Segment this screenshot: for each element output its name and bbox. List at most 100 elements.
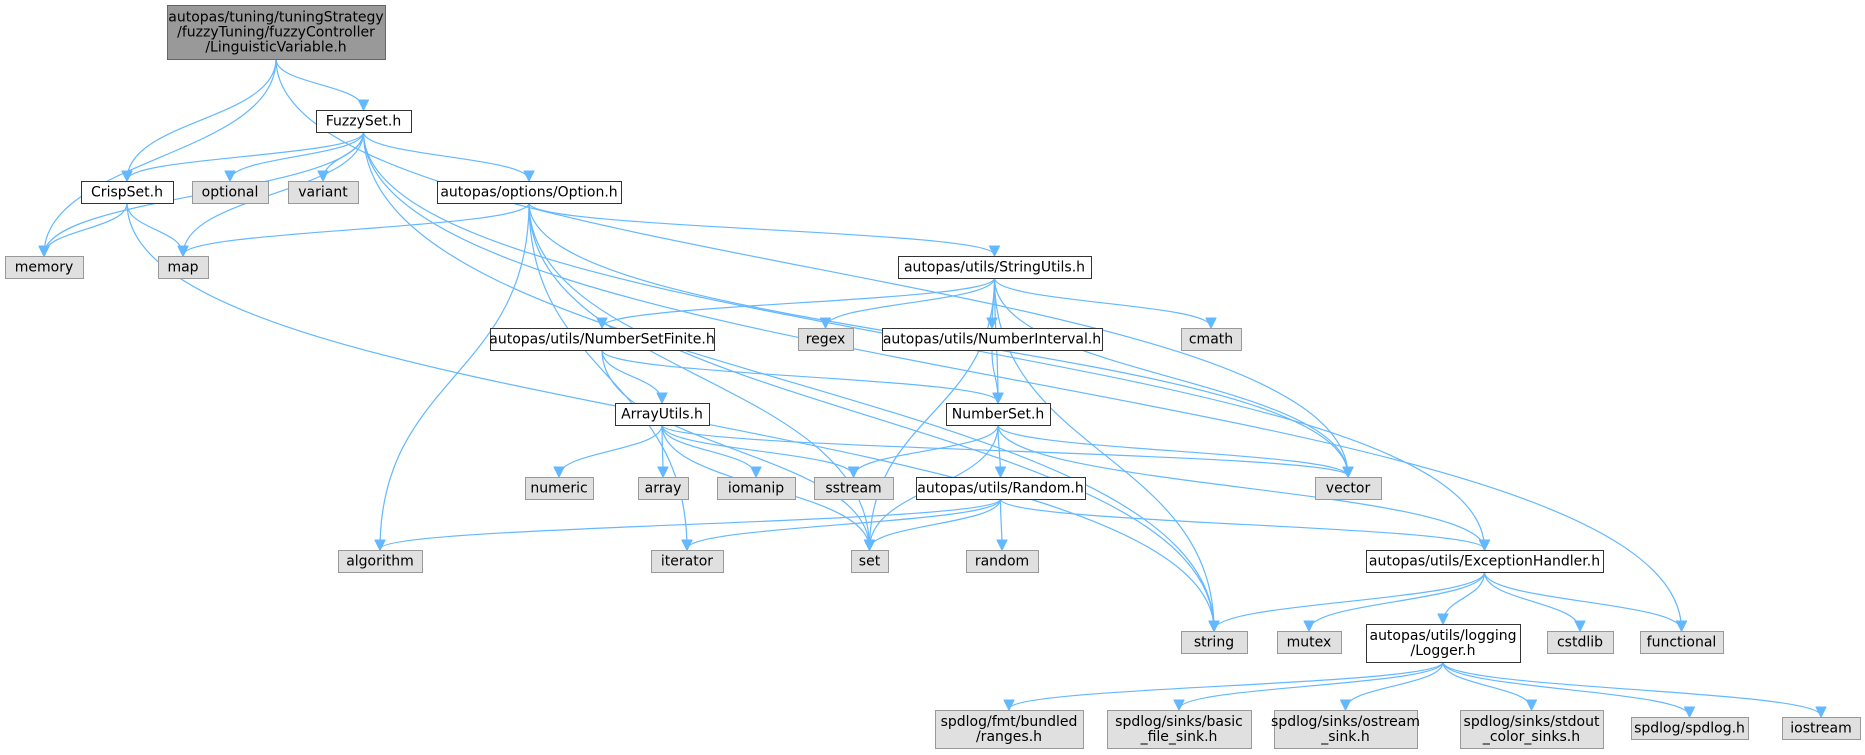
edge-exception-to-logger [1443, 571, 1486, 623]
node-cstdlib: cstdlib [1547, 631, 1614, 654]
node-label-iterator: iterator [661, 554, 713, 570]
node-label-memory: memory [15, 260, 74, 276]
node-box-iterator [651, 550, 724, 573]
edge-random_h-to-random [1001, 498, 1003, 549]
node-box-optional [192, 181, 269, 204]
node-label-array: array [645, 481, 682, 497]
node-box-algorithm [338, 550, 423, 573]
edge-option-to-string [528, 202, 1214, 630]
node-box-iostream [1782, 717, 1861, 740]
node-box-fuzzyset [316, 110, 412, 133]
node-label-ranges: /ranges.h [976, 729, 1042, 745]
node-iostream: iostream [1782, 717, 1861, 740]
node-box-numberinterval [882, 328, 1103, 351]
edge-arrayutils-to-sstream [661, 424, 854, 476]
edge-stringutils-to-set [870, 277, 996, 549]
edge-fuzzyset-to-functional [362, 131, 1682, 630]
node-box-vector [1315, 477, 1382, 500]
edge-root-to-crispset [127, 58, 277, 180]
node-algorithm: algorithm [338, 550, 423, 573]
node-box-map [158, 256, 209, 279]
node-box-set [851, 550, 889, 573]
node-stringutils[interactable]: autopas/utils/StringUtils.h [898, 256, 1092, 279]
edge-option-to-map [183, 202, 530, 255]
node-fuzzyset[interactable]: FuzzySet.h [316, 110, 412, 133]
edge-fuzzyset-to-crispset [127, 131, 365, 180]
node-box-regex [798, 328, 854, 351]
node-box-memory [5, 256, 84, 279]
node-optional: optional [192, 181, 269, 204]
node-label-crispset: CrispSet.h [91, 185, 163, 201]
edge-numberset-to-vector [997, 424, 1348, 476]
edge-arrayutils-to-numeric [559, 424, 663, 476]
node-label-functional: functional [1647, 635, 1717, 651]
node-box-arrayutils [615, 403, 710, 426]
node-memory: memory [5, 256, 84, 279]
node-label-sstream: sstream [825, 481, 881, 497]
node-label-string: string [1194, 635, 1234, 651]
node-variant: variant [288, 181, 359, 204]
node-random_h[interactable]: autopas/utils/Random.h [916, 477, 1086, 500]
node-label-logger: /Logger.h [1410, 643, 1475, 659]
edge-stringutils-to-cmath [993, 277, 1212, 327]
node-box-random_h [916, 477, 1086, 500]
node-label-iostream: iostream [1790, 721, 1852, 737]
node-map: map [158, 256, 209, 279]
node-iterator: iterator [651, 550, 724, 573]
node-label-map: map [167, 260, 198, 276]
edge-root-to-memory [44, 58, 277, 255]
node-label-ostreamsink: spdlog/sinks/ostream [1271, 714, 1420, 730]
node-label-random: random [975, 554, 1029, 570]
node-label-vector: vector [1326, 481, 1371, 497]
node-box-iomanip [717, 477, 796, 500]
node-label-algorithm: algorithm [346, 554, 414, 570]
node-box-option [437, 181, 622, 204]
node-numbersetfinite[interactable]: autopas/utils/NumberSetFinite.h [489, 328, 715, 351]
node-logger[interactable]: autopas/utils/logging/Logger.h [1366, 624, 1521, 663]
node-numberset[interactable]: NumberSet.h [946, 403, 1051, 426]
node-label-root: /fuzzyTuning/fuzzyController [177, 25, 375, 41]
node-box-stdoutsink [1460, 710, 1604, 749]
node-box-array [638, 477, 689, 500]
node-basicsink: spdlog/sinks/basic_file_sink.h [1107, 710, 1252, 749]
node-box-root [167, 5, 386, 60]
node-box-ostreamsink [1274, 710, 1418, 749]
node-numberinterval[interactable]: autopas/utils/NumberInterval.h [882, 328, 1103, 351]
dependency-edges [44, 58, 1821, 716]
node-numeric: numeric [525, 477, 594, 500]
edge-fuzzyset-to-optional [230, 131, 365, 180]
edge-exception-to-mutex [1309, 571, 1486, 630]
graph-nodes: autopas/tuning/tuningStrategy/fuzzyTunin… [5, 5, 1861, 749]
node-label-stringutils: autopas/utils/StringUtils.h [904, 260, 1085, 276]
edge-logger-to-ostreamsink [1346, 661, 1444, 709]
node-mutex: mutex [1277, 631, 1342, 654]
node-string: string [1181, 631, 1248, 654]
node-option[interactable]: autopas/options/Option.h [437, 181, 622, 204]
node-ostreamsink: spdlog/sinks/ostream_sink.h [1271, 710, 1420, 749]
node-label-arrayutils: ArrayUtils.h [621, 407, 703, 423]
node-box-sstream [814, 477, 894, 500]
node-exception[interactable]: autopas/utils/ExceptionHandler.h [1366, 550, 1604, 573]
node-label-basicsink: _file_sink.h [1140, 729, 1218, 745]
node-arrayutils[interactable]: ArrayUtils.h [615, 403, 710, 426]
node-set: set [851, 550, 889, 573]
edge-logger-to-spdlog [1442, 661, 1690, 716]
node-label-root: /LinguisticVariable.h [205, 40, 346, 56]
edge-option-to-stringutils [528, 202, 995, 255]
node-label-variant: variant [298, 185, 348, 201]
node-label-numberinterval: autopas/utils/NumberInterval.h [883, 332, 1101, 348]
node-label-fuzzyset: FuzzySet.h [326, 114, 401, 130]
node-box-exception [1366, 550, 1604, 573]
edge-numbersetfinite-to-set [601, 349, 870, 549]
edge-random_h-to-iterator [687, 498, 1002, 549]
edge-option-to-algorithm [380, 202, 530, 549]
edge-logger-to-stdoutsink [1442, 661, 1532, 709]
edge-exception-to-functional [1483, 571, 1682, 630]
edge-fuzzyset-to-option [362, 131, 530, 180]
node-label-numberset: NumberSet.h [952, 407, 1045, 423]
node-crispset[interactable]: CrispSet.h [81, 181, 174, 204]
edge-stringutils-to-numbersetfinite [602, 277, 996, 327]
node-stdoutsink: spdlog/sinks/stdout_color_sinks.h [1460, 710, 1604, 749]
node-root[interactable]: autopas/tuning/tuningStrategy/fuzzyTunin… [167, 5, 386, 60]
edge-fuzzyset-to-string [362, 131, 1215, 630]
